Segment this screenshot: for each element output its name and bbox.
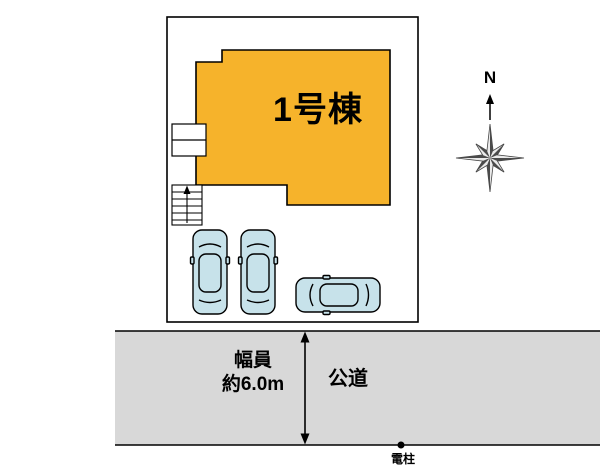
car-1-icon xyxy=(189,229,231,315)
north-label: N xyxy=(483,68,497,87)
building-1-footprint xyxy=(195,49,391,206)
building-label: 1号棟 xyxy=(273,91,363,129)
north-arrow-icon xyxy=(486,94,494,104)
road-width-label-line2: 約6.0m xyxy=(221,374,285,395)
road-area xyxy=(115,330,600,446)
utility-pole-label: 電柱 xyxy=(390,452,415,466)
road-width-label: 幅員 約6.0m xyxy=(203,349,303,397)
stairs-up-arrow-icon xyxy=(183,185,191,194)
road-label: 公道 xyxy=(328,368,368,390)
stairs xyxy=(171,184,203,226)
entrance-porch xyxy=(171,123,207,157)
road-surface xyxy=(115,331,600,445)
utility-pole-marker-icon xyxy=(397,441,405,449)
road-width-arrow xyxy=(300,331,310,445)
road-width-label-line1: 幅員 xyxy=(233,350,272,371)
compass-rose-icon xyxy=(455,94,525,193)
car-2-icon xyxy=(237,229,279,315)
car-3-icon xyxy=(295,274,381,316)
